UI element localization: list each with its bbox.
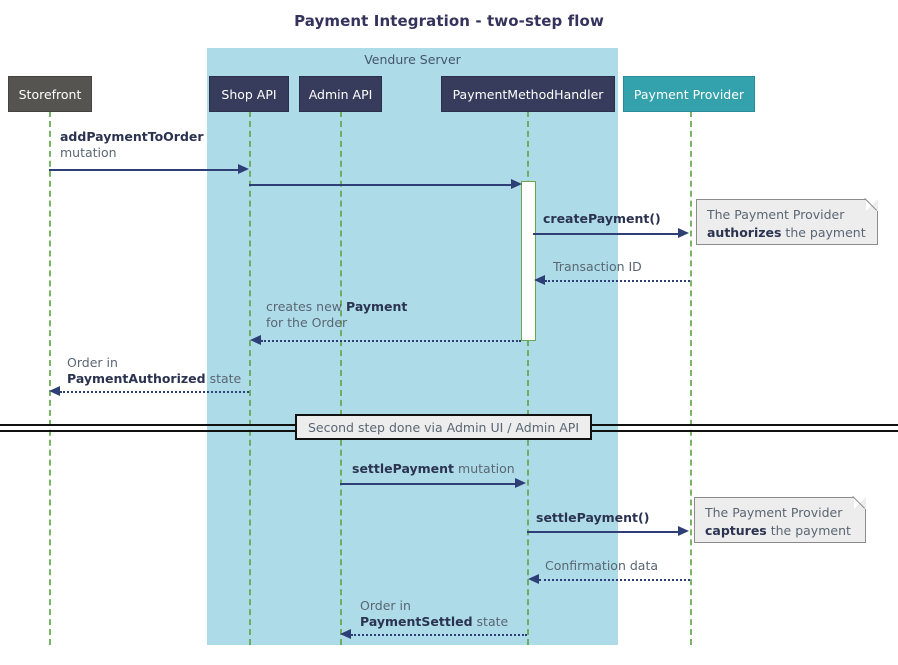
message-label-order-payment-authorized: Order in PaymentAuthorized state [67,355,241,387]
divider-label-box: Second step done via Admin UI / Admin AP… [295,414,592,440]
participant-shop-api[interactable]: Shop API [209,76,289,112]
message-label-rest-transaction-id: Transaction ID [553,259,642,274]
lifeline-admin-api [340,111,342,645]
note-bold-captures: captures [705,523,767,538]
participant-label-storefront: Storefront [18,86,82,102]
message-arrowhead-settle-payment-call [678,526,689,536]
note-line2-authorizes: the payment [781,225,866,240]
message-label-rest-order-payment-settled: state [476,614,509,629]
participant-label-shop-api: Shop API [221,86,277,102]
group-label: Vendure Server [364,52,461,67]
message-label-order-payment-settled: Order in PaymentSettled state [360,598,508,630]
message-label-bold-order-payment-authorized: PaymentAuthorized [67,371,206,386]
note-provider-authorizes: The Payment Provider authorizes the paym… [696,199,878,245]
message-label-settle-payment-call: settlePayment() [536,510,649,526]
message-label-line1-order-payment-authorized: Order in [67,355,118,370]
message-label-confirmation-data: Confirmation data [545,558,658,574]
note-provider-captures: The Payment Provider captures the paymen… [694,497,866,543]
participant-payment-provider[interactable]: Payment Provider [623,76,755,112]
lifeline-shop-api [249,111,251,645]
note-line2-captures: the payment [766,523,851,538]
message-label-line2-creates-new-payment: for the Order [266,315,348,330]
message-line-order-payment-authorized [60,391,249,393]
note-fold-triangle-authorizes-icon [866,199,878,211]
message-arrowhead-order-payment-authorized [49,386,60,396]
message-arrowhead-order-payment-settled [340,629,351,639]
participant-label-admin-api: Admin API [308,86,373,102]
message-label-create-payment: createPayment() [543,211,661,227]
message-label-bold-creates-new-payment: Payment [346,299,408,314]
message-label-settle-payment-mutation: settlePayment mutation [352,461,515,477]
message-label-bold-add-payment-to-order: addPaymentToOrder [60,129,204,144]
message-line-creates-new-payment [261,340,521,342]
message-label-rest-creates-new-payment: creates new [266,299,343,314]
message-arrowhead-create-payment [678,228,689,238]
message-label-rest-confirmation-data: Confirmation data [545,558,659,573]
message-line-create-payment [533,233,679,235]
participant-admin-api[interactable]: Admin API [299,76,382,112]
message-arrowhead-transaction-id [534,275,545,285]
divider-label: Second step done via Admin UI / Admin AP… [307,419,580,435]
message-label-line1-order-payment-settled: Order in [360,598,411,613]
message-arrowhead-creates-new-payment [250,335,261,345]
message-arrowhead-shop-api-to-handler [511,179,522,189]
message-line-settle-payment-mutation [340,483,516,485]
note-line1-captures: The Payment Provider [705,505,843,520]
participant-label-payment-method-handler: PaymentMethodHandler [452,86,604,102]
message-label-bold-create-payment: createPayment() [543,211,661,226]
message-line-order-payment-settled [351,634,527,636]
note-line1-authorizes: The Payment Provider [707,207,845,222]
group-box-vendure-server [207,48,618,645]
lifeline-storefront [49,111,51,645]
participant-payment-method-handler[interactable]: PaymentMethodHandler [441,76,615,112]
message-arrowhead-add-payment-to-order [238,164,249,174]
message-line-add-payment-to-order [49,169,239,171]
message-line-shop-api-to-handler [249,184,512,186]
message-label-rest-settle-payment-mutation: mutation [458,461,515,476]
message-label-add-payment-to-order: addPaymentToOrder mutation [60,129,204,161]
message-line-settle-payment-call [527,531,679,533]
message-label-bold-settle-payment-call: settlePayment() [536,510,650,525]
message-arrowhead-confirmation-data [528,574,539,584]
participant-label-payment-provider: Payment Provider [633,86,745,102]
note-fold-triangle-captures-icon [854,497,866,509]
lifeline-provider [690,111,692,645]
message-label-bold-settle-payment-mutation: settlePayment [352,461,455,476]
message-line-transaction-id [545,280,690,282]
note-bold-authorizes: authorizes [707,225,782,240]
message-label-creates-new-payment: creates new Payment for the Order [266,299,407,331]
lifeline-pmh [527,111,529,645]
message-label-bold-order-payment-settled: PaymentSettled [360,614,473,629]
participant-storefront[interactable]: Storefront [8,76,92,112]
activation-bar-payment-method-handler [521,181,536,341]
message-line-confirmation-data [539,579,690,581]
message-label-rest-order-payment-authorized: state [209,371,242,386]
message-label-transaction-id: Transaction ID [553,259,642,275]
page-title: Payment Integration - two-step flow [294,12,604,30]
message-label-rest-add-payment-to-order: mutation [60,145,117,160]
message-arrowhead-settle-payment-mutation [515,478,526,488]
